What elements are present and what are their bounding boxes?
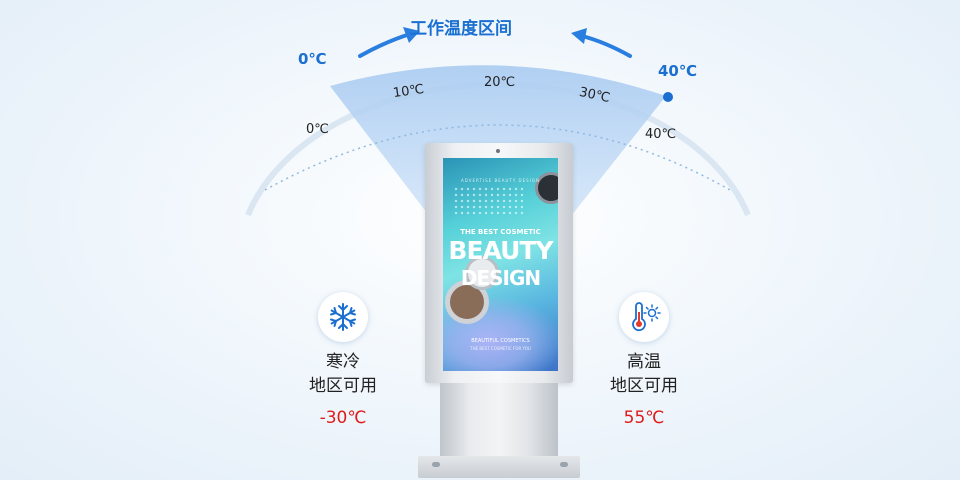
cosmetic-compact-top xyxy=(535,172,558,204)
tick-label-20: 20℃ xyxy=(484,75,516,90)
screen-headline-beauty: BEAUTY xyxy=(448,236,553,265)
feature-cold-value: -30℃ xyxy=(319,408,367,428)
range-max-label: 40℃ xyxy=(658,62,698,80)
screen-headline-design: DESIGN xyxy=(460,266,541,290)
screen-top-text: ADVERTISE BEAUTY DESIGN xyxy=(461,178,540,183)
max-marker-dot xyxy=(663,92,673,102)
thermometer-sun-icon xyxy=(619,292,669,342)
tick-label-0: 0℃ xyxy=(306,122,329,137)
feature-hot-line1: 高温 xyxy=(627,352,661,372)
camera-icon xyxy=(496,149,500,153)
screen-subtitle: THE BEST COSMETIC xyxy=(460,228,541,236)
screen-dot-pattern xyxy=(453,186,523,218)
feature-cold-line1: 寒冷 xyxy=(326,352,360,372)
tick-label-40: 40℃ xyxy=(645,127,677,142)
arrow-left-icon xyxy=(358,27,420,58)
feature-cold: 寒冷 地区可用 -30℃ xyxy=(288,292,398,428)
kiosk-pedestal xyxy=(440,383,558,461)
cosmetic-compact-mid xyxy=(465,256,499,290)
screen-footer-1: BEAUTIFUL COSMETICS xyxy=(471,338,530,344)
kiosk-screen: ADVERTISE BEAUTY DESIGN THE BEST COSMETI… xyxy=(443,158,558,371)
feature-hot-line2: 地区可用 xyxy=(610,376,678,396)
feature-hot: 高温 地区可用 55℃ xyxy=(589,292,699,428)
screen-footer-2: THE BEST COSMETIC FOR YOU xyxy=(470,346,531,351)
arrow-right-icon xyxy=(571,28,632,58)
feature-hot-value: 55℃ xyxy=(623,408,665,428)
range-min-label: 0℃ xyxy=(298,50,327,68)
base-bolt-left xyxy=(432,462,440,467)
page-title: 工作温度区间 xyxy=(410,19,512,39)
kiosk-base xyxy=(418,456,580,478)
feature-cold-line2: 地区可用 xyxy=(309,376,377,396)
snowflake-icon xyxy=(318,292,368,342)
base-bolt-right xyxy=(560,462,568,467)
